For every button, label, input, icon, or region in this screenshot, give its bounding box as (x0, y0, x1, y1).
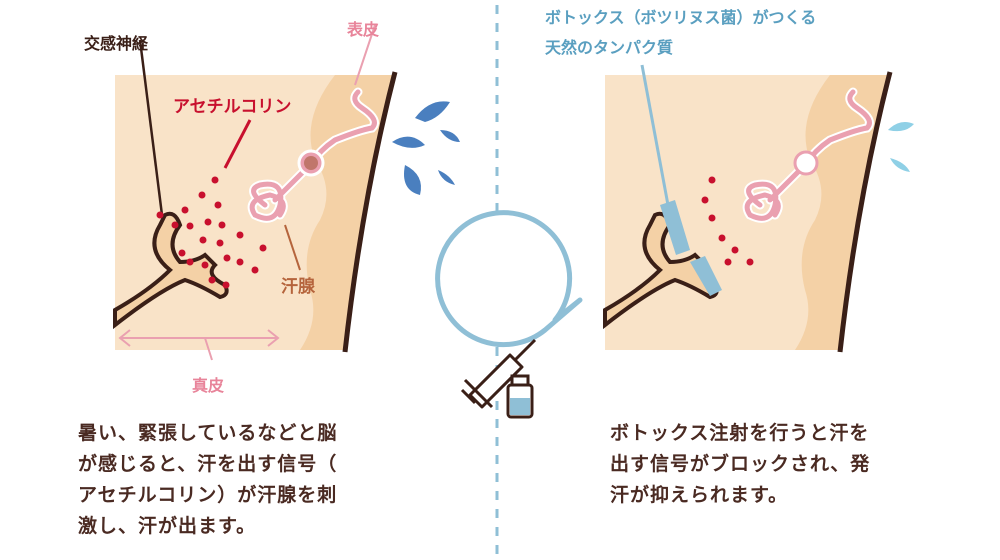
right-description: ボトックス注射を行うと汗を 出す信号がブロックされ、発 汗が抑えられます。 (610, 418, 870, 511)
skin-surface-line (342, 71, 398, 353)
botox-block (660, 200, 722, 296)
acetylcholine-dots (156, 176, 267, 289)
acetylcholine-dots-blocked (701, 176, 754, 266)
description-line: アセチルコリン）が汗腺を刺 (78, 484, 338, 506)
sweat-gland (249, 89, 377, 221)
botox-title-line: ボトックス（ボツリヌス菌）がつくる (545, 8, 817, 27)
label-sweat-gland: 汗腺 (281, 277, 315, 297)
description-line: 激し、汗が出ます。 (78, 515, 257, 537)
botox-title: ボトックス（ボツリヌス菌）がつくる 天然のタンパク質 (545, 3, 816, 63)
botox-pointer (640, 64, 670, 206)
left-description: 暑い、緊張しているなどと脳 が感じると、汗を出す信号（ アセチルコリン）が汗腺を… (78, 418, 337, 542)
botox-title-line: 天然のタンパク質 (545, 38, 674, 57)
label-sympathetic-nerve: 交感神経 (84, 34, 149, 53)
dermis-arrow (118, 329, 280, 361)
right-skin-illustration (603, 64, 914, 353)
epidermis-pointer (354, 24, 376, 86)
reduced-sweat-drops (888, 122, 914, 172)
label-acetylcholine: アセチルコリン (173, 97, 292, 117)
description-line: ボトックス注射を行うと汗を (610, 422, 870, 444)
label-epidermis: 表皮 (347, 20, 380, 39)
label-dermis: 真皮 (192, 376, 225, 395)
description-line: が感じると、汗を出す信号（ (78, 453, 338, 475)
description-line: 暑い、緊張しているなどと脳 (78, 422, 338, 444)
description-line: 出す信号がブロックされ、発 (610, 453, 871, 475)
injection-bubble (435, 210, 583, 419)
description-line: 汗が抑えられます。 (610, 484, 789, 506)
sweat-gland-pointer (284, 224, 301, 271)
acetylcholine-pointer (223, 119, 252, 169)
syringe-icon (460, 338, 537, 409)
vial-icon (506, 374, 534, 419)
sweat-gland-blocked (744, 89, 872, 221)
left-skin-illustration (113, 24, 460, 361)
sweat-drops (392, 101, 460, 195)
nerve-line (138, 39, 164, 216)
nerve-ending (113, 211, 229, 330)
nerve-ending-blocked (603, 211, 719, 330)
